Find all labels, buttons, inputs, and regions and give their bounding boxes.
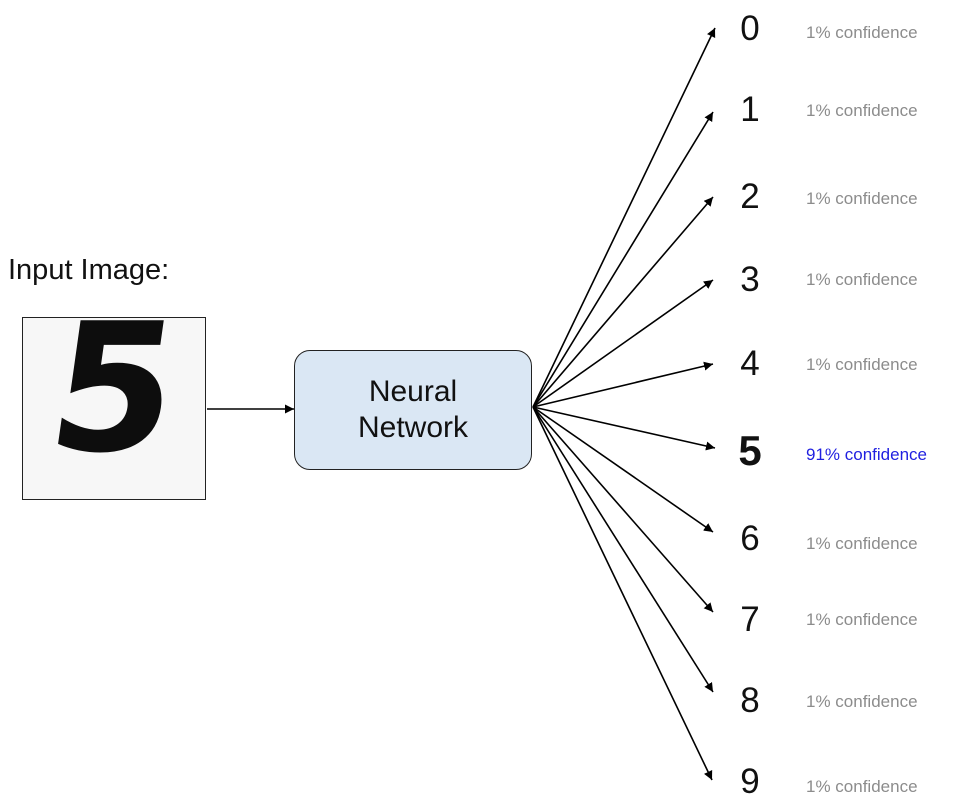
- output-arrow-0: [532, 27, 716, 408]
- output-confidence: 1% confidence: [806, 534, 918, 553]
- output-confidence: 1% confidence: [806, 692, 918, 711]
- output-arrow-2: [532, 196, 714, 408]
- output-arrow-4: [532, 361, 714, 408]
- output-digit: 4: [740, 344, 760, 383]
- input-image: 5: [22, 317, 206, 500]
- output-digit-predicted: 5: [738, 427, 762, 474]
- output-confidence: 1% confidence: [806, 270, 918, 289]
- output-confidence: 1% confidence: [806, 355, 918, 374]
- output-digit: 6: [740, 519, 760, 558]
- neural-network-box: Neural Network: [294, 350, 532, 470]
- output-arrow-6: [532, 406, 714, 533]
- output-arrow-5: [532, 406, 716, 451]
- output-arrow-7: [532, 406, 714, 613]
- output-digit: 9: [740, 762, 760, 801]
- output-arrow-1: [532, 111, 714, 408]
- output-digit: 3: [740, 260, 760, 299]
- output-digit: 1: [740, 90, 760, 129]
- output-digit: 8: [740, 681, 760, 720]
- input-image-title: Input Image:: [8, 254, 170, 286]
- output-arrow-3: [532, 279, 714, 408]
- output-confidence: 1% confidence: [806, 610, 918, 629]
- output-confidence: 1% confidence: [806, 23, 918, 42]
- output-digit: 2: [740, 177, 760, 216]
- neural-network-label-line2: Network: [357, 411, 469, 444]
- output-confidence: 1% confidence: [806, 101, 918, 120]
- output-arrow-8: [532, 406, 714, 693]
- input-digit-glyph: 5: [37, 317, 191, 492]
- output-digit: 7: [740, 600, 760, 639]
- output-confidence: 1% confidence: [806, 777, 918, 796]
- neural-network-label-line1: Neural: [368, 375, 458, 408]
- output-digit: 0: [740, 9, 760, 48]
- output-arrow-9: [532, 406, 713, 781]
- output-confidence: 1% confidence: [806, 189, 918, 208]
- output-confidence-predicted: 91% confidence: [806, 445, 927, 464]
- output-arrows: [532, 27, 716, 781]
